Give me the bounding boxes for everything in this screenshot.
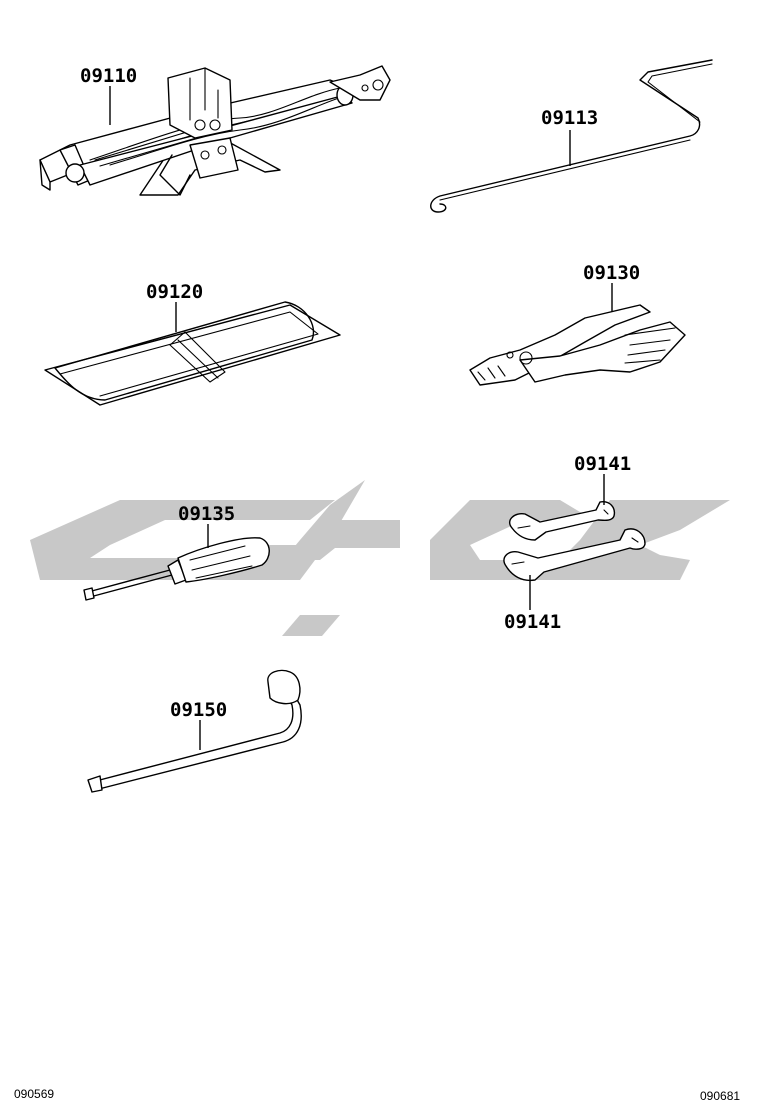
part-label-09141-upper: 09141: [574, 453, 631, 475]
footer-code-right: 090681: [700, 1089, 740, 1103]
tool-bag-icon: 09120: [44, 281, 341, 406]
scissor-jack-icon: 09110: [39, 65, 391, 196]
watermark-logo: [30, 480, 730, 636]
part-label-09120: 09120: [146, 281, 203, 303]
part-label-09113: 09113: [541, 107, 598, 129]
footer-code-left: 090569: [14, 1087, 54, 1101]
part-label-09135: 09135: [178, 503, 235, 525]
lug-wrench-icon: 09150: [87, 669, 302, 793]
part-label-09110: 09110: [80, 65, 137, 87]
pliers-icon: 09130: [469, 262, 686, 386]
part-label-09141-lower: 09141: [504, 611, 561, 633]
screwdriver-icon: 09135: [83, 503, 270, 601]
open-end-wrench-icon-upper: 09141: [508, 453, 631, 541]
part-label-09130: 09130: [583, 262, 640, 284]
jack-handle-icon: 09113: [430, 59, 713, 213]
open-end-wrench-icon-lower: 09141: [503, 528, 646, 633]
part-label-09150: 09150: [170, 699, 227, 721]
